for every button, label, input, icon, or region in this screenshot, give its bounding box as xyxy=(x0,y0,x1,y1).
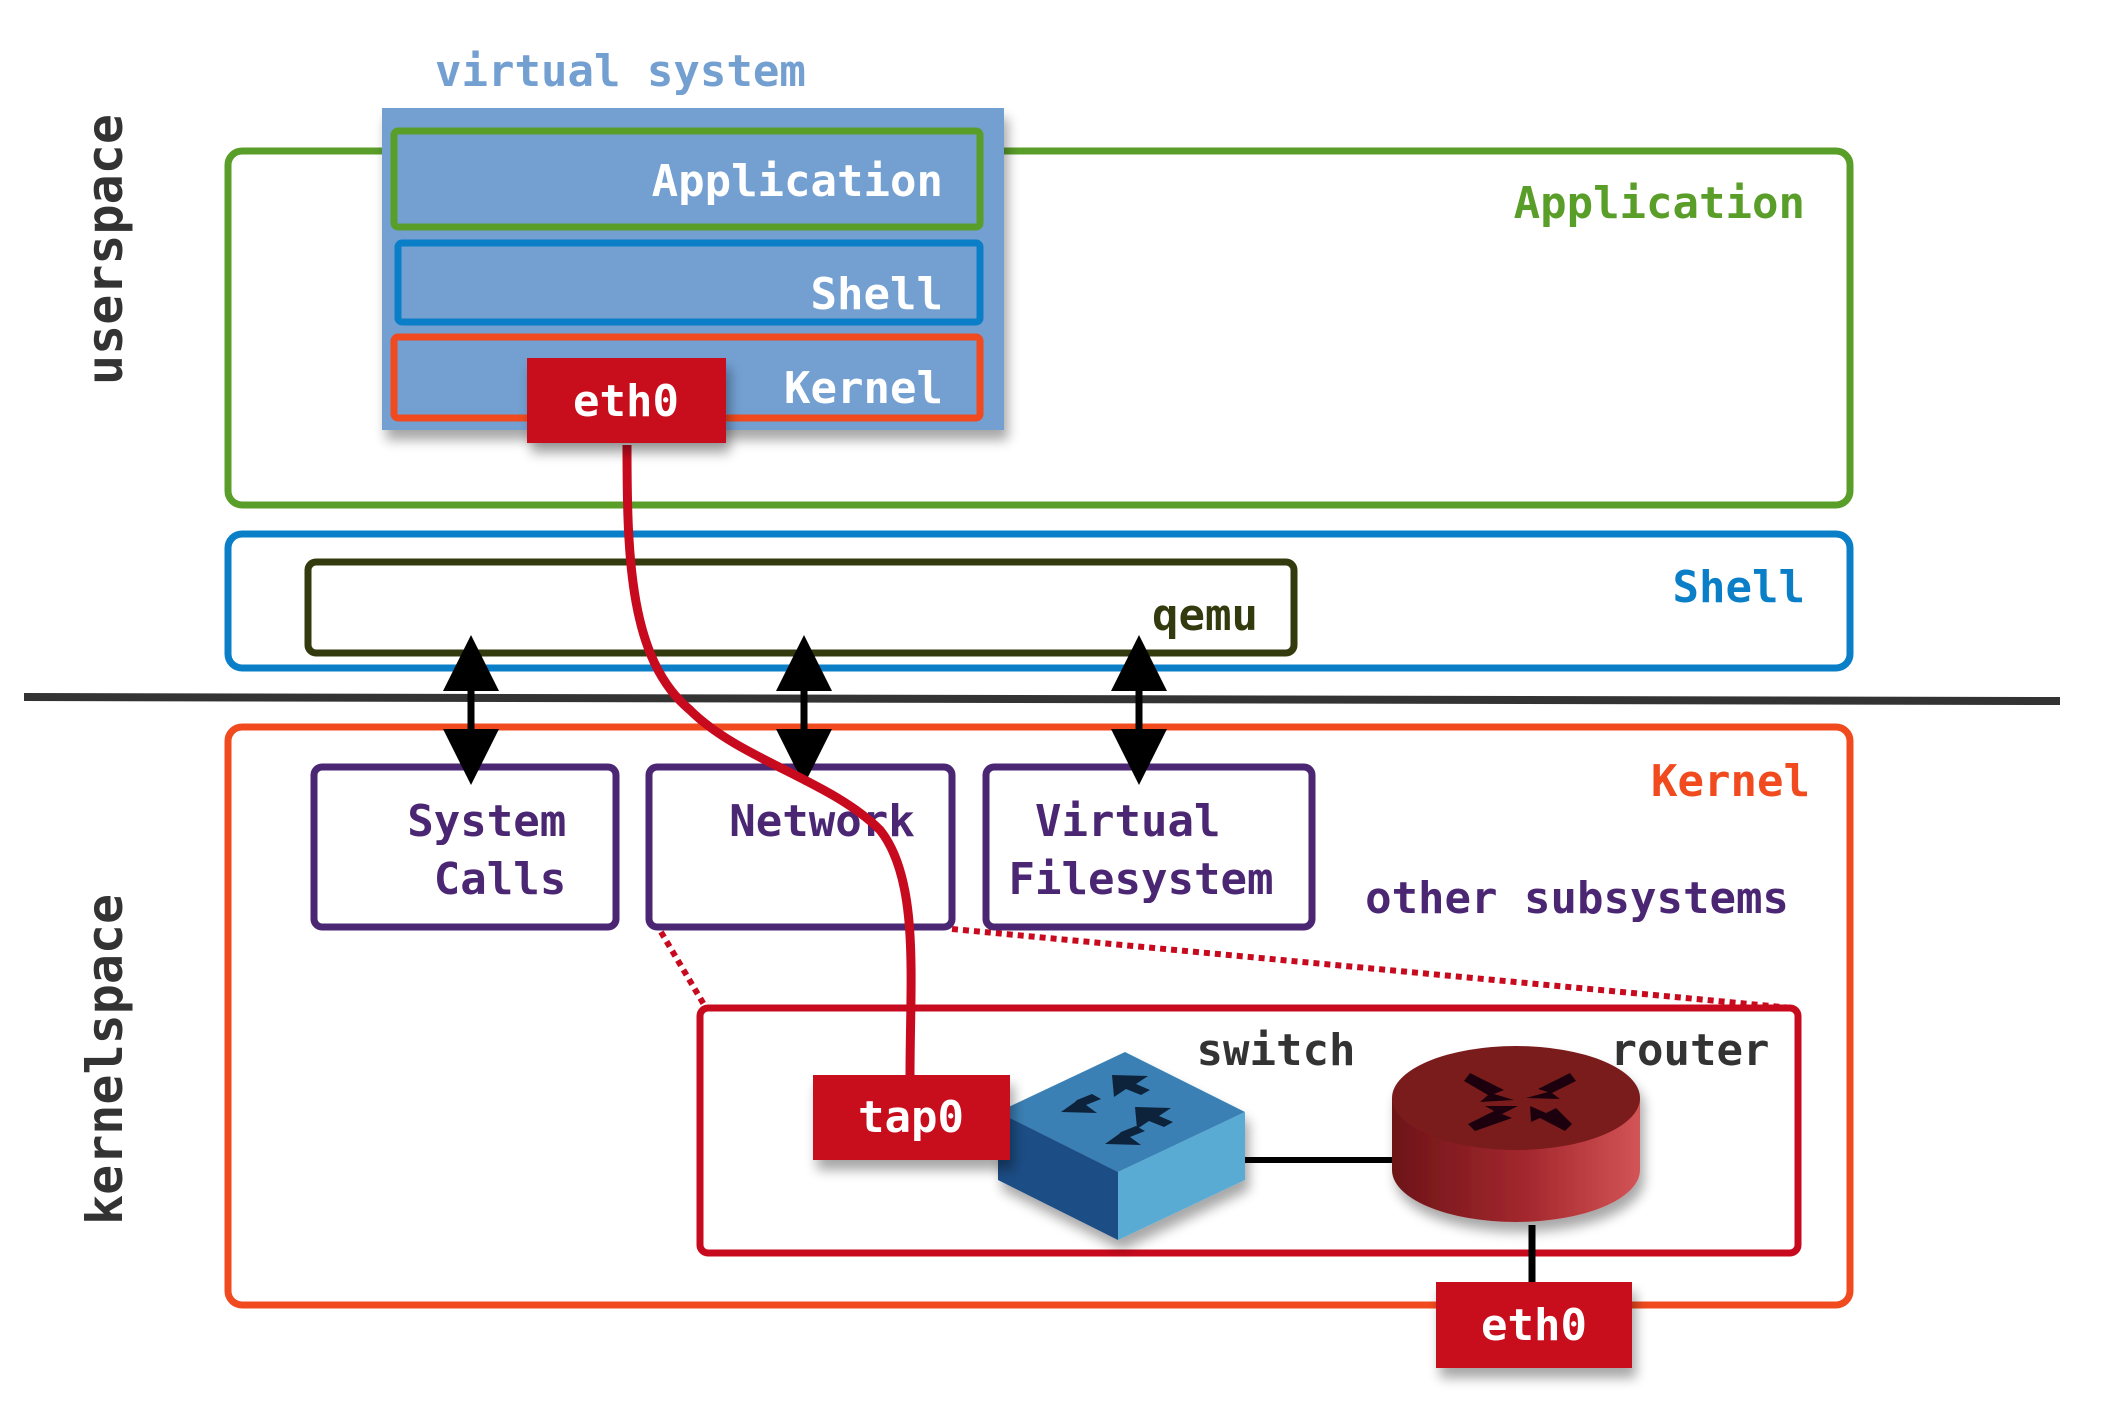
zoom-dotted-line-left xyxy=(658,930,709,1010)
user-kernel-divider xyxy=(23,693,2061,705)
router-label: router xyxy=(1611,1025,1770,1076)
virtual-shell-label: Shell xyxy=(811,269,943,320)
virtual-application-label: Application xyxy=(652,156,943,207)
host-eth0-box xyxy=(1436,1282,1632,1368)
guest-eth0-label: eth0 xyxy=(573,376,679,427)
virtual-filesystem-label-line1: Virtual xyxy=(1035,796,1220,847)
tap0-label: tap0 xyxy=(858,1092,964,1143)
userspace-label: userspace xyxy=(76,114,134,385)
zoom-dotted-line-right xyxy=(951,926,1793,1011)
application-layer-label: Application xyxy=(1514,178,1805,229)
virtual-filesystem-label-line2: Filesystem xyxy=(1009,854,1274,905)
kernel-layer-box xyxy=(224,723,1854,1309)
other-subsystems-label: other subsystems xyxy=(1365,873,1789,924)
switch-icon xyxy=(998,1052,1245,1240)
virtual-kernel-label: Kernel xyxy=(784,363,943,414)
tap0-box xyxy=(813,1075,1010,1160)
application-layer-box xyxy=(224,147,1854,509)
virtual-application-box xyxy=(390,127,984,231)
system-calls-label-line1: System xyxy=(407,796,566,847)
kernel-layer-label: Kernel xyxy=(1651,756,1810,807)
qemu-box xyxy=(304,558,1298,657)
shell-layer-box xyxy=(224,530,1854,672)
virtual-system-title: virtual system xyxy=(435,46,806,97)
guest-eth0-box xyxy=(527,358,726,443)
virtual-filesystem-label: Virtual Filesystem xyxy=(1009,796,1274,905)
qemu-label: qemu xyxy=(1152,590,1258,641)
system-calls-label-line2: Calls xyxy=(434,854,566,905)
virtual-shell-box xyxy=(394,239,984,326)
switch-label: switch xyxy=(1197,1025,1356,1076)
kernelspace-label: kernelspace xyxy=(76,894,134,1225)
router-icon xyxy=(1392,1046,1640,1222)
shell-layer-label: Shell xyxy=(1673,562,1805,613)
host-eth0-label: eth0 xyxy=(1481,1300,1587,1351)
virtual-cable xyxy=(622,444,916,1076)
system-calls-label: System Calls xyxy=(407,796,592,905)
